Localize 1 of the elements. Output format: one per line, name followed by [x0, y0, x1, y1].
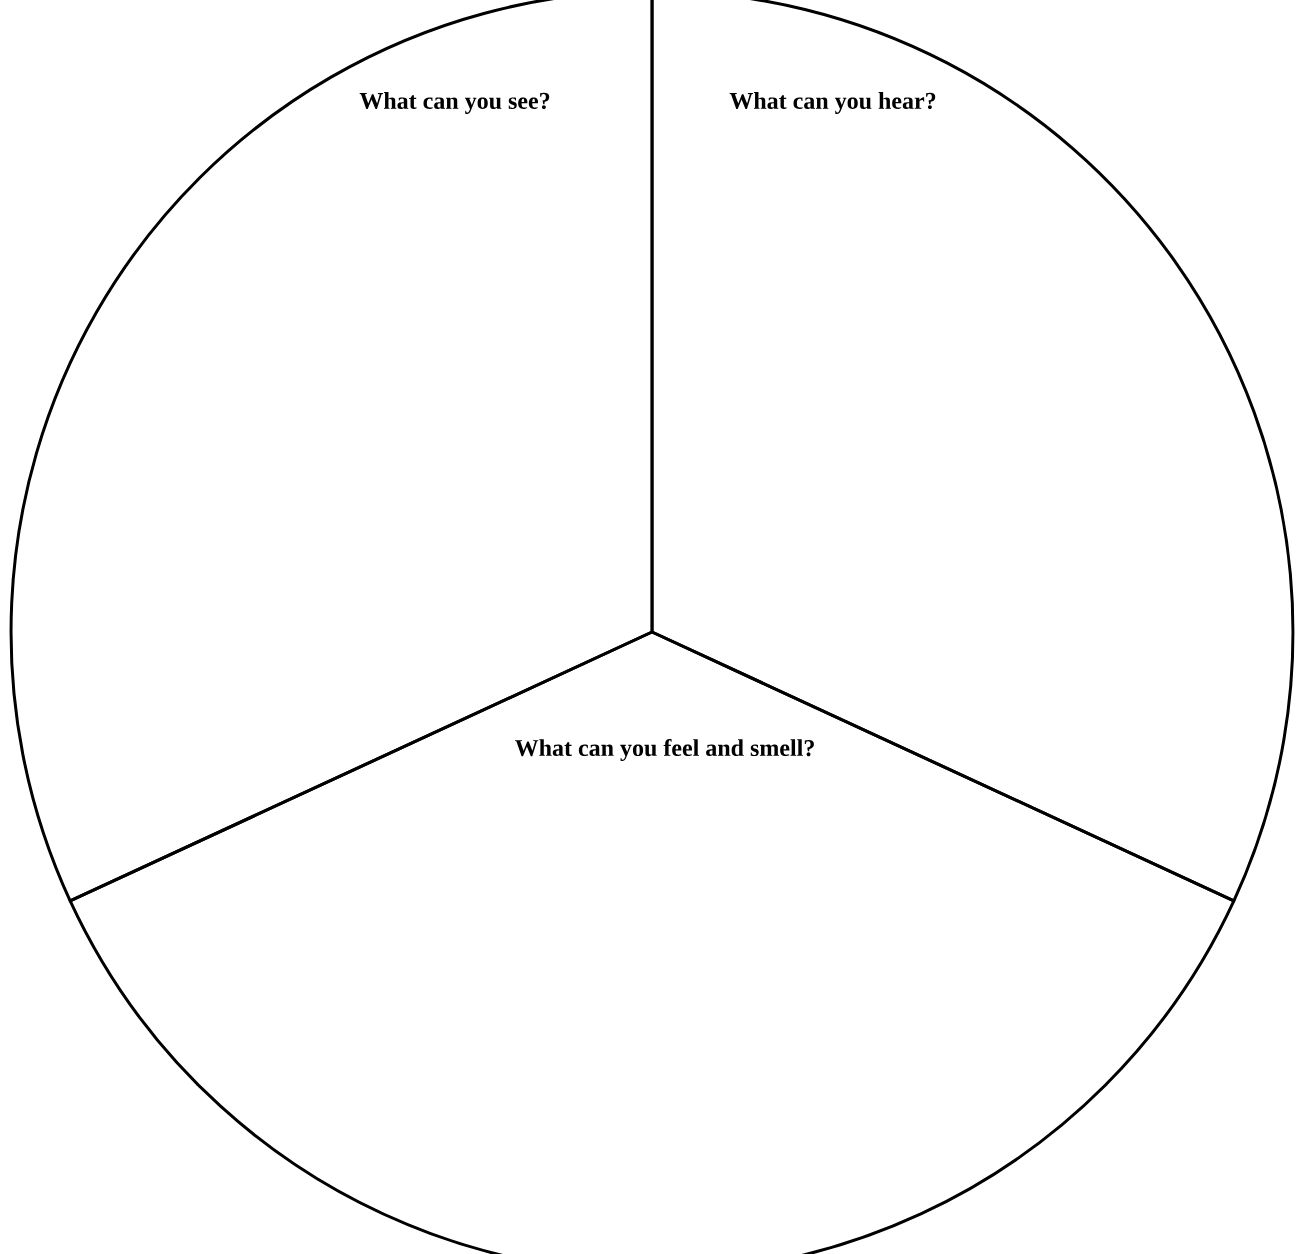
sector: What can you feel and smell?	[68, 630, 1236, 1254]
